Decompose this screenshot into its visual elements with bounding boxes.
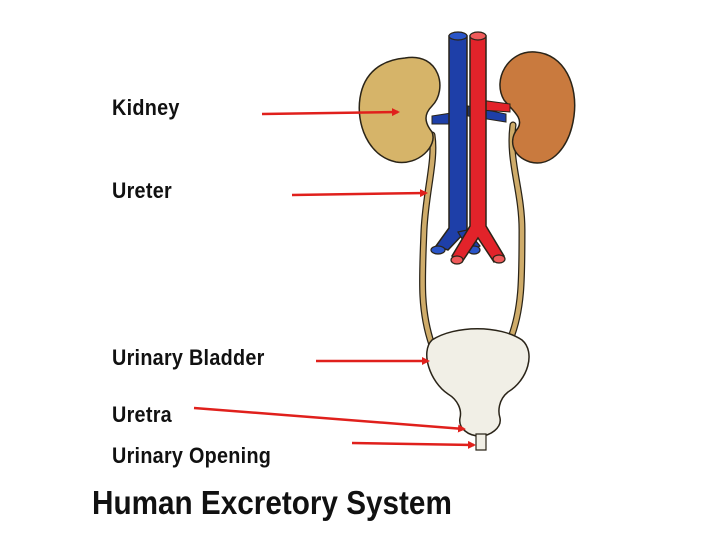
label-kidney: Kidney (112, 95, 180, 120)
arrow-kidney (261, 108, 400, 117)
label-ureter: Ureter (112, 178, 172, 203)
arrow-uretra (193, 406, 466, 433)
artery-right-end (492, 254, 506, 264)
aorta (450, 35, 506, 264)
right-ureter-fill (507, 122, 525, 343)
vein-left-end (430, 245, 446, 255)
arrow-urinary-opening (351, 440, 476, 449)
urinary-bladder (426, 328, 530, 437)
left-ureter-fill (420, 132, 436, 348)
diagram-title: Human Excretory System (92, 484, 452, 521)
label-urinary-opening: Urinary Opening (112, 443, 272, 468)
right-kidney (499, 51, 576, 164)
label-urinary-bladder: Urinary Bladder (112, 345, 265, 370)
vena-cava-top (448, 31, 468, 41)
vena-cava (434, 35, 468, 251)
urethra (475, 433, 487, 451)
artery-left-end (450, 255, 464, 265)
left-kidney (358, 56, 441, 164)
label-uretra: Uretra (112, 402, 172, 427)
aorta-top (469, 31, 487, 41)
arrow-ureter (291, 189, 428, 198)
